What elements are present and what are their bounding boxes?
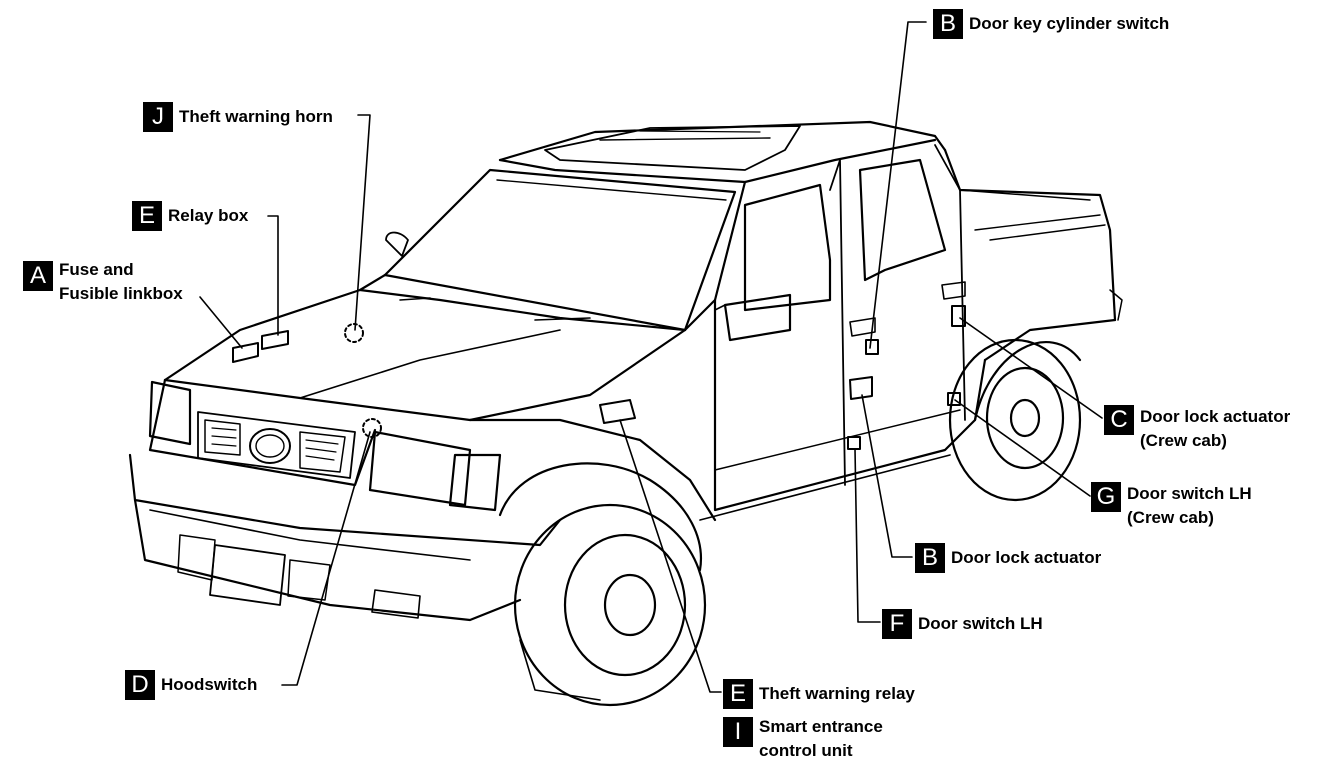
callout-door-lock-actuator-crew-cab: C Door lock actuator (Crew cab) (1104, 405, 1290, 453)
callout-badge: G (1091, 482, 1121, 512)
callout-label-line-1: Door lock actuator (1140, 407, 1291, 426)
callout-badge: B (933, 9, 963, 39)
callout-label: Relay box (168, 206, 249, 225)
callout-smart-entrance-control-unit: I Smart entrance control unit (723, 715, 883, 763)
callout-badge: B (915, 543, 945, 573)
callout-label-line-1: Smart entrance (759, 717, 883, 736)
callout-label-line-2: (Crew cab) (1127, 508, 1214, 527)
component-markers (232, 305, 966, 450)
rear-wheel (948, 338, 1082, 502)
callout-door-switch-lh-crew-cab: G Door switch LH (Crew cab) (1091, 482, 1252, 530)
callout-fuse-and-fusible-linkbox: A Fuse and Fusible linkbox (23, 258, 183, 306)
front-wheel (513, 503, 707, 707)
callout-label: Door switch LH (918, 614, 1043, 633)
callout-hoodswitch: D Hoodswitch (125, 670, 257, 700)
callout-door-key-cylinder-switch: B Door key cylinder switch (933, 9, 1169, 39)
callout-badge: C (1104, 405, 1134, 435)
callout-label: Theft warning relay (759, 684, 915, 703)
callout-badge: D (125, 670, 155, 700)
callout-label-line-2: Fusible linkbox (59, 284, 183, 303)
leader-lines (199, 21, 1103, 693)
callout-relay-box: E Relay box (132, 201, 248, 231)
callout-label: Door key cylinder switch (969, 14, 1170, 33)
callout-badge: I (723, 717, 753, 747)
callout-label: Theft warning horn (179, 107, 333, 126)
callout-label: Hoodswitch (161, 675, 258, 694)
callout-label-line-1: Door switch LH (1127, 484, 1252, 503)
callout-badge: E (132, 201, 162, 231)
callout-badge: F (882, 609, 912, 639)
callout-badge: E (723, 679, 753, 709)
callout-label: Door lock actuator (951, 548, 1102, 567)
callout-label-line-2: control unit (759, 741, 853, 760)
callout-theft-warning-horn: J Theft warning horn (143, 102, 333, 132)
callout-badge: A (23, 261, 53, 291)
callout-theft-warning-relay: E Theft warning relay (723, 679, 915, 709)
callout-door-lock-actuator: B Door lock actuator (915, 543, 1101, 573)
callout-label-line-2: (Crew cab) (1140, 431, 1227, 450)
callout-badge: J (143, 102, 173, 132)
truck-body (128, 120, 1123, 622)
callout-door-switch-lh: F Door switch LH (882, 609, 1043, 639)
callout-label-line-1: Fuse and (59, 260, 134, 279)
